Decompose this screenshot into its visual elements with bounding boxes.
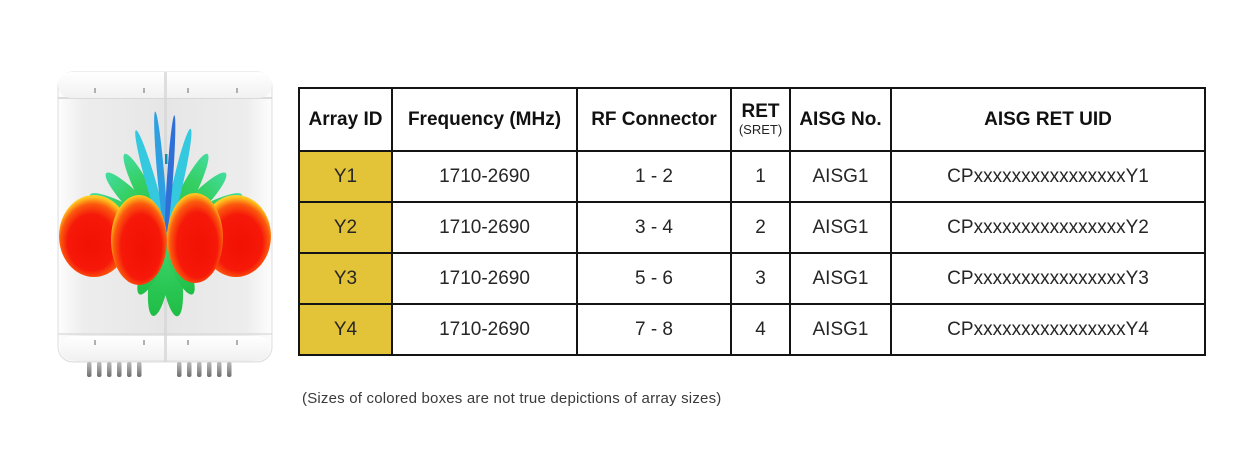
cell-aisg-ret-uid: CPxxxxxxxxxxxxxxxxY1 — [890, 150, 1206, 203]
cell-ret: 4 — [730, 303, 791, 356]
column-header-rf-connector: RF Connector — [576, 87, 732, 152]
cell-array-id: Y3 — [298, 252, 393, 305]
lobe-inner-left — [111, 195, 167, 285]
screw-marks — [94, 88, 238, 345]
table-row: Y4 1710-2690 7 - 8 4 AISG1 CPxxxxxxxxxxx… — [298, 303, 1206, 356]
lobe-outer-left — [59, 195, 129, 277]
ret-label: RET — [741, 100, 780, 122]
cell-rf-connector: 7 - 8 — [576, 303, 732, 356]
antenna-image — [55, 68, 277, 384]
radiation-pattern — [59, 111, 271, 317]
cell-array-id: Y1 — [298, 150, 393, 203]
column-header-array-id: Array ID — [298, 87, 393, 152]
cell-rf-connector: 5 - 6 — [576, 252, 732, 305]
column-header-ret: RET (SRET) — [730, 87, 791, 152]
cell-frequency: 1710-2690 — [391, 150, 578, 203]
cell-frequency: 1710-2690 — [391, 303, 578, 356]
cell-array-id: Y2 — [298, 201, 393, 254]
cell-ret: 3 — [730, 252, 791, 305]
cell-rf-connector: 1 - 2 — [576, 150, 732, 203]
column-header-frequency: Frequency (MHz) — [391, 87, 578, 152]
connector-pins — [87, 362, 232, 377]
cell-array-id: Y4 — [298, 303, 393, 356]
cell-aisg-ret-uid: CPxxxxxxxxxxxxxxxxY2 — [890, 201, 1206, 254]
table-row: Y1 1710-2690 1 - 2 1 AISG1 CPxxxxxxxxxxx… — [298, 150, 1206, 203]
cell-ret: 1 — [730, 150, 791, 203]
table-row: Y3 1710-2690 5 - 6 3 AISG1 CPxxxxxxxxxxx… — [298, 252, 1206, 305]
array-spec-table: Array ID Frequency (MHz) RF Connector RE… — [298, 87, 1206, 356]
cell-rf-connector: 3 - 4 — [576, 201, 732, 254]
column-header-aisg-ret-uid: AISG RET UID — [890, 87, 1206, 152]
footnote: (Sizes of colored boxes are not true dep… — [302, 390, 722, 407]
cell-aisg-no: AISG1 — [789, 201, 892, 254]
cell-frequency: 1710-2690 — [391, 201, 578, 254]
header-row: Array ID Frequency (MHz) RF Connector RE… — [298, 87, 1206, 152]
cell-aisg-ret-uid: CPxxxxxxxxxxxxxxxxY3 — [890, 252, 1206, 305]
cell-frequency: 1710-2690 — [391, 252, 578, 305]
cell-ret: 2 — [730, 201, 791, 254]
cell-aisg-ret-uid: CPxxxxxxxxxxxxxxxxY4 — [890, 303, 1206, 356]
column-header-aisg-no: AISG No. — [789, 87, 892, 152]
sret-sublabel: (SRET) — [738, 122, 783, 138]
lobe-inner-right — [167, 193, 223, 283]
table-row: Y2 1710-2690 3 - 4 2 AISG1 CPxxxxxxxxxxx… — [298, 201, 1206, 254]
antenna-radome-graphic — [57, 71, 273, 377]
cell-aisg-no: AISG1 — [789, 252, 892, 305]
cell-aisg-no: AISG1 — [789, 150, 892, 203]
cell-aisg-no: AISG1 — [789, 303, 892, 356]
